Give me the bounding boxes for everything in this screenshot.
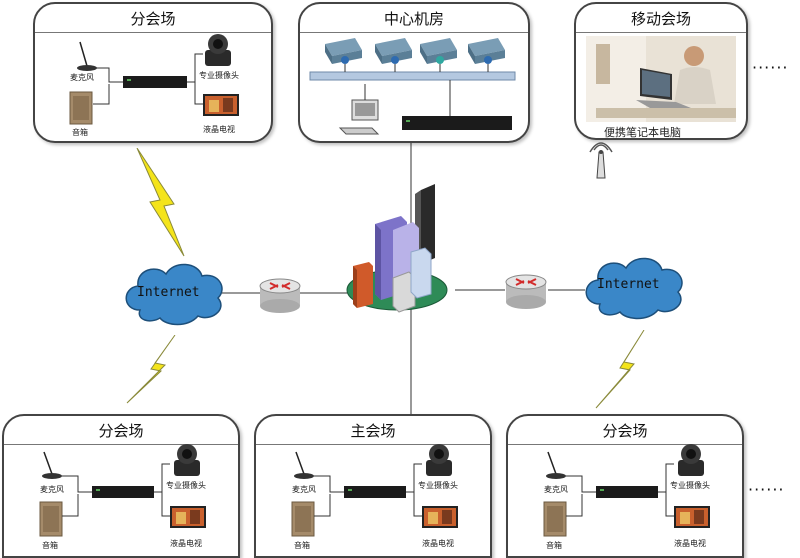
headquarters-buildings-icon xyxy=(346,184,448,313)
computer-icon xyxy=(338,84,380,135)
divider xyxy=(256,444,490,445)
mcu-device-icon xyxy=(402,80,512,130)
server-icon xyxy=(468,38,505,64)
router-icon xyxy=(259,278,301,313)
panel-title: 主会场 xyxy=(350,422,396,440)
speaker-icon xyxy=(543,501,567,537)
panel-branch-top-left: 分会场 xyxy=(33,2,273,143)
server-icon xyxy=(420,38,457,64)
panel-main-venue: 主会场 麦克风 音箱 专业摄像头 液晶电视 xyxy=(254,414,492,558)
panel-title: 分会场 xyxy=(602,422,648,440)
divider xyxy=(576,32,746,33)
mic-label: 麦克风 xyxy=(40,485,64,494)
camera-label: 专业摄像头 xyxy=(199,71,239,80)
tv-label: 液晶电视 xyxy=(203,125,235,134)
panel-branch-bottom-right: 分会场 麦克风 音箱 专业摄像头 液晶电视 xyxy=(506,414,744,558)
camera-label: 专业摄像头 xyxy=(166,481,206,490)
camera-icon xyxy=(426,444,452,476)
server-icon xyxy=(375,38,412,64)
camera-label: 专业摄像头 xyxy=(670,481,710,490)
tv-icon xyxy=(170,506,206,528)
camera-icon xyxy=(205,34,231,66)
panel-title: 分会场 xyxy=(130,10,176,28)
more-venues-ellipsis: ······ xyxy=(752,58,789,77)
mic-label: 麦克风 xyxy=(70,73,94,82)
tv-icon xyxy=(674,506,710,528)
divider xyxy=(35,32,271,33)
branch-equipment-bottom-left xyxy=(39,444,206,537)
panel-data-center: 中心机房 xyxy=(298,2,530,143)
internet-cloud-icon xyxy=(585,257,683,320)
speaker-icon xyxy=(39,501,63,537)
divider xyxy=(300,32,528,33)
divider xyxy=(508,444,742,445)
video-terminal-icon xyxy=(344,486,406,498)
tv-icon xyxy=(203,94,239,116)
divider xyxy=(4,444,238,445)
tv-icon xyxy=(422,506,458,528)
camera-icon xyxy=(174,444,200,476)
video-terminal-icon xyxy=(123,76,187,88)
video-terminal-icon xyxy=(596,486,658,498)
speaker-label: 音箱 xyxy=(294,541,310,550)
camera-icon xyxy=(678,444,704,476)
tv-label: 液晶电视 xyxy=(674,539,706,548)
internet-cloud-icon xyxy=(125,263,223,326)
branch-equipment-bottom-right xyxy=(543,444,710,537)
router-icon xyxy=(505,274,547,309)
wireless-link-lightning-icon xyxy=(595,330,645,409)
more-venues-ellipsis: ······ xyxy=(748,480,785,499)
tv-label: 液晶电视 xyxy=(170,539,202,548)
wireless-antenna-icon xyxy=(589,142,613,179)
mic-label: 麦克风 xyxy=(292,485,316,494)
microphone-icon xyxy=(294,451,314,479)
wireless-link-lightning-icon xyxy=(136,148,185,257)
speaker-label: 音箱 xyxy=(72,128,88,137)
speaker-icon xyxy=(291,501,315,537)
network-bus xyxy=(309,71,516,81)
branch-equipment-top-left xyxy=(69,34,239,125)
server-room-equipment xyxy=(309,38,516,135)
panel-title: 中心机房 xyxy=(383,10,444,28)
cloud-label-left: Internet xyxy=(137,285,200,300)
laptop-label: 便携笔记本电脑 xyxy=(604,126,681,139)
mic-label: 麦克风 xyxy=(544,485,568,494)
laptop-user-photo xyxy=(586,36,736,122)
server-icon xyxy=(325,38,362,64)
microphone-icon xyxy=(42,451,62,479)
wireless-link-lightning-icon xyxy=(126,335,176,404)
microphone-icon xyxy=(546,451,566,479)
tv-label: 液晶电视 xyxy=(422,539,454,548)
panel-title: 分会场 xyxy=(98,422,144,440)
speaker-icon xyxy=(69,91,93,125)
speaker-label: 音箱 xyxy=(42,541,58,550)
video-terminal-icon xyxy=(92,486,154,498)
speaker-label: 音箱 xyxy=(546,541,562,550)
camera-label: 专业摄像头 xyxy=(418,481,458,490)
main-venue-equipment xyxy=(291,444,458,537)
panel-mobile-venue: 移动会场 便携笔记本电脑 xyxy=(574,2,748,140)
cloud-label-right: Internet xyxy=(597,277,660,292)
panel-branch-bottom-left: 分会场 麦克风 音箱 专业摄像头 液晶电视 xyxy=(2,414,240,558)
microphone-icon xyxy=(77,41,97,71)
panel-title: 移动会场 xyxy=(630,10,691,28)
